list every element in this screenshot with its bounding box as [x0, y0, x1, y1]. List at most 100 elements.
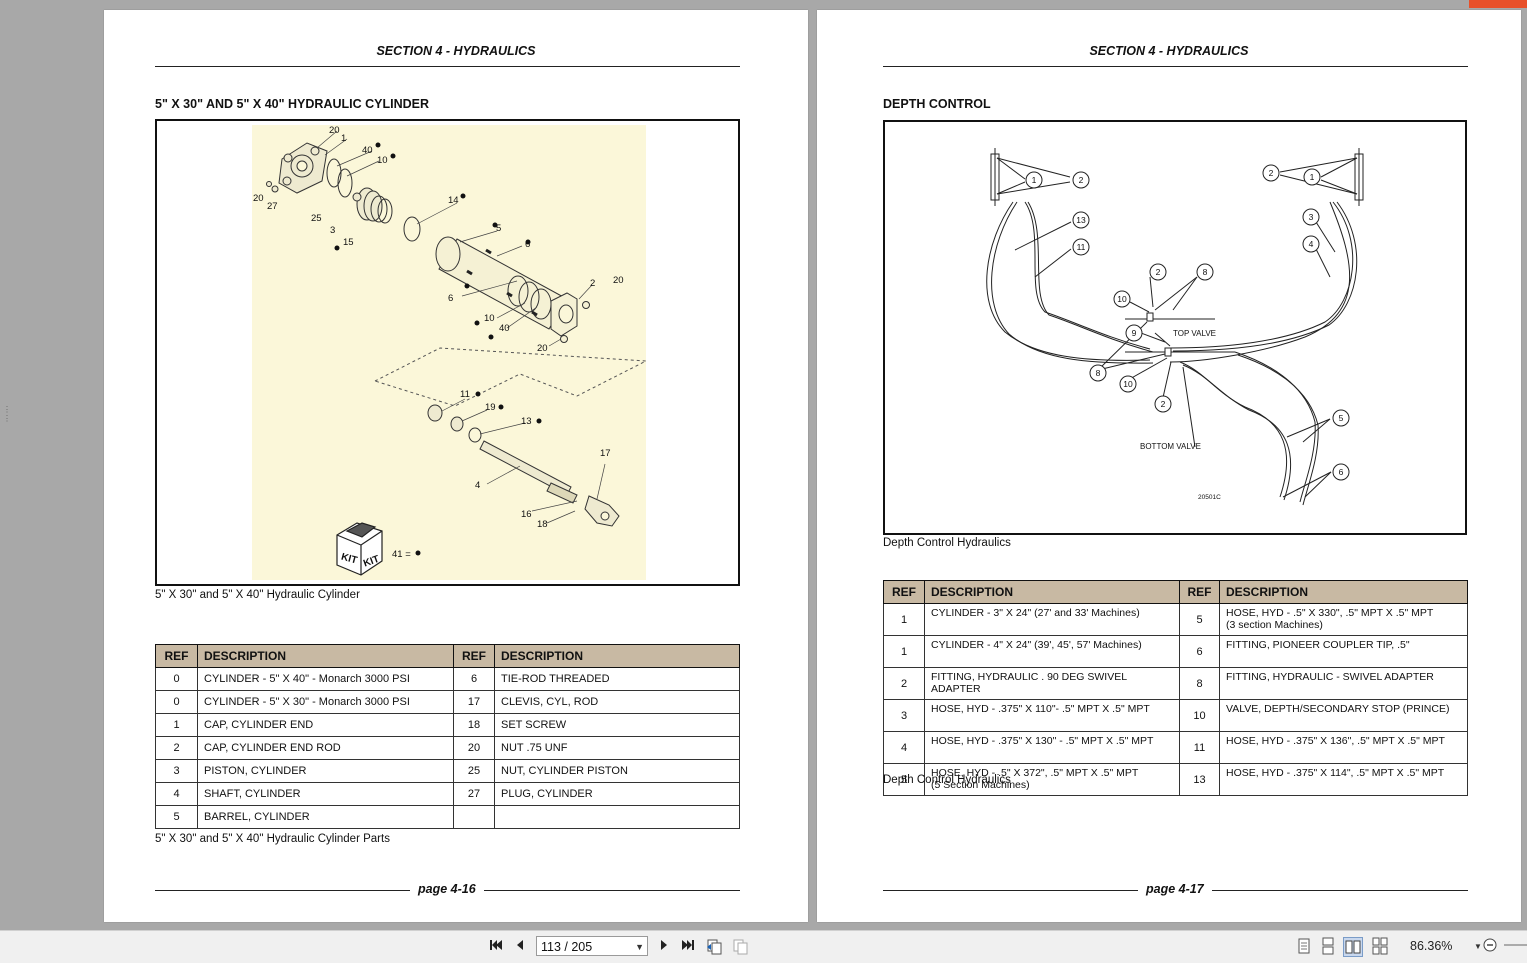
callout-8: 8 [1203, 267, 1208, 277]
column-header-ref: REF [883, 580, 925, 604]
cell-text: HOSE, HYD - .5" X 372", .5" MPT X .5" MP… [931, 767, 1139, 779]
cell-text: SET SCREW [501, 719, 567, 731]
description-cell: FITTING, PIONEER COUPLER TIP, .5" [1219, 635, 1468, 668]
cell-text: SHAFT, CYLINDER [204, 788, 301, 800]
header-rule [883, 66, 1468, 67]
forward-view-button[interactable] [730, 937, 750, 957]
next-view-icon [733, 939, 748, 955]
callout-5: 5 [496, 223, 501, 234]
ref-cell: 25 [453, 759, 495, 783]
ref-cell: 1 [883, 603, 925, 636]
page-number: page 4-17 [1138, 882, 1212, 896]
cell-text: 20 [467, 742, 481, 754]
cell-text: HOSE, HYD - .375" X 130" - .5" MPT X .5"… [931, 735, 1154, 747]
ref-cell: 10 [1179, 699, 1220, 732]
cell-text: 2 [173, 742, 180, 754]
ref-cell: 1 [883, 635, 925, 668]
side-panel-grip-icon[interactable]: ⋮⋮ [3, 405, 11, 423]
description-cell: NUT, CYLINDER PISTON [494, 759, 740, 783]
cell-text-continued: (3 section Machines) [1226, 619, 1323, 631]
ref-cell: 20 [453, 736, 495, 760]
callout-41: 41 = [392, 549, 411, 560]
page-number: page 4-16 [410, 882, 484, 896]
cell-text: HOSE, HYD - .375" X 136", .5" MPT X .5" … [1226, 735, 1445, 747]
cell-text: CYLINDER - 3" X 24" (27' and 33' Machine… [931, 607, 1140, 619]
document-viewport[interactable]: ⋮⋮ SECTION 4 - HYDRAULICS 5" X 30" AND 5… [0, 0, 1527, 930]
cell-text: PLUG, CYLINDER [501, 788, 593, 800]
zoom-dropdown-icon[interactable]: ▼ [1474, 942, 1482, 951]
callout-2: 2 [1269, 168, 1274, 178]
callout-18: 18 [537, 519, 548, 530]
cell-text: 4 [173, 788, 180, 800]
ref-cell: 6 [1179, 635, 1220, 668]
cell-text: 5 [1196, 613, 1203, 626]
cell-text: 10 [1193, 709, 1206, 722]
dropdown-arrow-icon[interactable]: ▼ [635, 942, 644, 952]
cell-text: 3 [900, 709, 908, 722]
two-page-scroll-icon [1372, 937, 1388, 955]
cell-text: 11 [1193, 741, 1206, 754]
ref-cell: 4 [155, 782, 198, 806]
cell-text: CAP, CYLINDER END [204, 719, 314, 731]
zoom-slider[interactable] [1504, 937, 1527, 957]
description-cell: HOSE, HYD - .375" X 114", .5" MPT X .5" … [1219, 763, 1468, 796]
page-number-input[interactable]: 113 / 205 ▼ [536, 936, 648, 956]
page-right: SECTION 4 - HYDRAULICS DEPTH CONTROL [817, 10, 1521, 922]
description-cell: CYLINDER - 5" X 30" - Monarch 3000 PSI [197, 690, 454, 714]
cell-text: 0 [173, 673, 180, 685]
cell-text: NUT, CYLINDER PISTON [501, 765, 628, 777]
table-row: 5 HOSE, HYD - .5" X 372", .5" MPT X .5" M… [883, 763, 1468, 796]
next-page-button[interactable] [654, 937, 674, 957]
zoom-out-button[interactable] [1480, 937, 1500, 957]
zoom-level[interactable]: 86.36% [1410, 939, 1453, 953]
callout-1: 1 [1032, 175, 1037, 185]
back-view-button[interactable] [704, 937, 724, 957]
callout-20: 20 [537, 343, 548, 354]
first-page-button[interactable] [486, 937, 506, 957]
navigation-toolbar: 113 / 205 ▼ 86.36% ▼ [0, 930, 1527, 963]
column-header-ref: REF [453, 644, 495, 668]
callout-6: 6 [525, 239, 530, 250]
section-title: SECTION 4 - HYDRAULICS [1089, 44, 1249, 58]
callout-3: 3 [1309, 212, 1314, 222]
continuous-facing-view-button[interactable] [1370, 937, 1390, 957]
description-cell: HOSE, HYD - .375" X 110"- .5" MPT X .5" … [924, 699, 1180, 732]
description-cell: NUT .75 UNF [494, 736, 740, 760]
previous-page-button[interactable] [510, 937, 530, 957]
description-cell: SET SCREW [494, 713, 740, 737]
description-cell: CYLINDER - 5" X 40" - Monarch 3000 PSI [197, 667, 454, 691]
description-cell: BARREL, CYLINDER [197, 805, 454, 829]
column-header-description: DESCRIPTION [197, 644, 454, 668]
single-page-view-button[interactable] [1294, 937, 1314, 957]
cell-text: HOSE, HYD - .5" X 330", .5" MPT X .5" MP… [1226, 607, 1434, 619]
description-cell: CYLINDER - 3" X 24" (27' and 33' Machine… [924, 603, 1180, 636]
cell-text: 17 [467, 696, 481, 708]
column-header-description: DESCRIPTION [1219, 580, 1468, 604]
callout-11: 11 [1077, 242, 1086, 252]
continuous-view-button[interactable] [1318, 937, 1338, 957]
cell-text: 13 [1193, 773, 1206, 786]
table-caption: Depth Control Hydraulics [883, 774, 1011, 786]
callout-17: 17 [600, 448, 611, 459]
cell-text: BARREL, CYLINDER [204, 811, 310, 823]
cell-text: FITTING, HYDRAULIC - SWIVEL ADAPTER [1226, 671, 1434, 683]
drawing-number: 20501C [1198, 494, 1221, 501]
facing-view-button[interactable] [1343, 937, 1363, 957]
callout-11: 11 [460, 389, 470, 400]
description-cell: TIE-ROD THREADED [494, 667, 740, 691]
depth-control-diagram: 1 2 2 1 13 11 3 4 2 8 10 9 8 10 2 5 6 [883, 120, 1467, 535]
column-header-description: DESCRIPTION [924, 580, 1180, 604]
cell-text: 27 [467, 788, 481, 800]
ref-cell: 0 [155, 690, 198, 714]
cell-text: 5 [900, 773, 908, 786]
bottom-valve-label: BOTTOM VALVE [1140, 442, 1201, 451]
description-cell: HOSE, HYD - .375" X 130" - .5" MPT X .5"… [924, 731, 1180, 764]
callout-10: 10 [1123, 379, 1133, 389]
last-page-button[interactable] [678, 937, 698, 957]
callout-40: 40 [499, 323, 510, 334]
figure-caption: Depth Control Hydraulics [883, 537, 1011, 549]
callout-2: 2 [590, 278, 595, 289]
cell-text: VALVE, DEPTH/SECONDARY STOP (PRINCE) [1226, 703, 1450, 715]
